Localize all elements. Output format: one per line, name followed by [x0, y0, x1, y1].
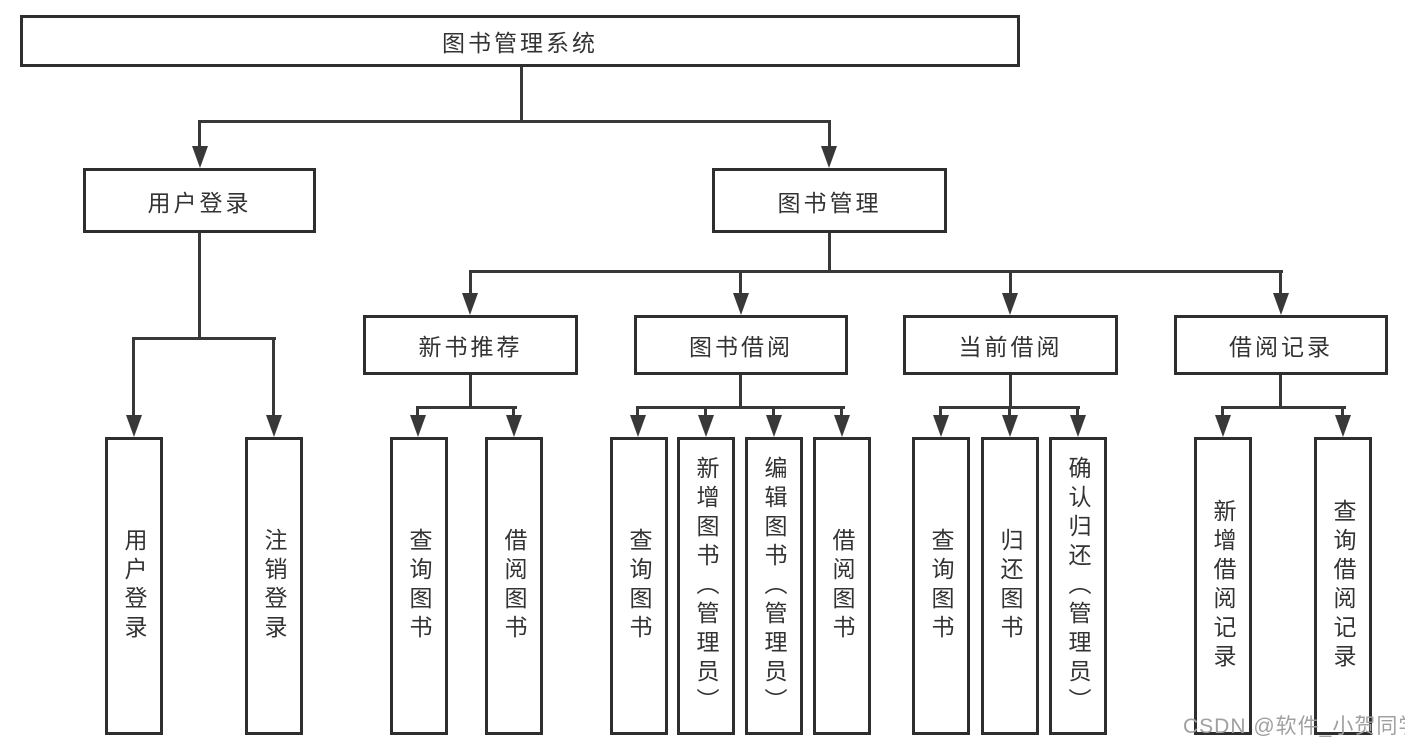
arrowhead-down — [933, 415, 949, 437]
node-library-system: 图书管理系统 — [20, 15, 1020, 67]
node-user-login: 用户登录 — [83, 168, 316, 233]
leaf-return-book: 归还图书 — [981, 437, 1039, 735]
connector-vline — [704, 406, 707, 418]
arrowhead-down — [410, 415, 426, 437]
arrowhead-down — [266, 415, 282, 437]
connector-vline — [1009, 270, 1012, 295]
connector-vline — [939, 406, 942, 418]
connector-vline — [1076, 406, 1079, 418]
arrowhead-down — [462, 293, 478, 315]
leaf-add-book-admin: 新增图书（管理员） — [677, 437, 735, 735]
connector-vline — [512, 406, 515, 418]
leaf-query-books-borrowing: 查询图书 — [610, 437, 668, 735]
connector-vline — [1341, 406, 1344, 418]
node-book-management: 图书管理 — [712, 168, 947, 233]
connector-hline — [469, 270, 1283, 273]
connector-vline — [198, 120, 201, 148]
leaf-query-books-current: 查询图书 — [912, 437, 970, 735]
connector-hline — [132, 337, 276, 340]
arrowhead-down — [1002, 415, 1018, 437]
arrowhead-down — [1273, 293, 1289, 315]
arrowhead-down — [506, 415, 522, 437]
connector-vline — [416, 406, 419, 418]
leaf-logout: 注销登录 — [245, 437, 303, 735]
connector-vline — [828, 233, 831, 273]
arrowhead-down — [192, 146, 208, 168]
arrowhead-down — [1070, 415, 1086, 437]
arrowhead-down — [733, 293, 749, 315]
leaf-query-books-recommend: 查询图书 — [390, 437, 448, 735]
leaf-edit-book-admin: 编辑图书（管理员） — [745, 437, 803, 735]
connector-vline — [1009, 375, 1012, 409]
arrowhead-down — [834, 415, 850, 437]
connector-hline — [1221, 406, 1346, 409]
arrowhead-down — [766, 415, 782, 437]
connector-vline — [198, 233, 201, 340]
connector-vline — [739, 270, 742, 295]
connector-vline — [772, 406, 775, 418]
leaf-confirm-return-admin: 确认归还（管理员） — [1049, 437, 1107, 735]
connector-vline — [1008, 406, 1011, 418]
connector-vline — [636, 406, 639, 418]
arrowhead-down — [821, 146, 837, 168]
arrowhead-down — [698, 415, 714, 437]
node-book-borrowing: 图书借阅 — [634, 315, 848, 375]
arrowhead-down — [1215, 415, 1231, 437]
arrowhead-down — [126, 415, 142, 437]
arrowhead-down — [630, 415, 646, 437]
leaf-borrow-books-borrowing: 借阅图书 — [813, 437, 871, 735]
connector-hline — [198, 120, 831, 123]
arrowhead-down — [1335, 415, 1351, 437]
node-borrowing-records: 借阅记录 — [1174, 315, 1388, 375]
arrowhead-down — [1002, 293, 1018, 315]
node-new-book-recommend: 新书推荐 — [363, 315, 578, 375]
leaf-query-borrow-record: 查询借阅记录 — [1314, 437, 1372, 735]
connector-vline — [469, 375, 472, 409]
csdn-watermark: CSDN @软件_小贺同学 — [1183, 715, 1405, 738]
leaf-borrow-books-recommend: 借阅图书 — [485, 437, 543, 735]
connector-vline — [469, 270, 472, 295]
connector-vline — [1279, 270, 1282, 295]
connector-vline — [132, 337, 135, 417]
connector-vline — [828, 120, 831, 148]
connector-vline — [272, 337, 275, 417]
connector-hline — [637, 406, 845, 409]
connector-vline — [1279, 375, 1282, 409]
connector-vline — [520, 67, 523, 123]
connector-hline — [417, 406, 517, 409]
connector-vline — [739, 375, 742, 409]
leaf-add-borrow-record: 新增借阅记录 — [1194, 437, 1252, 735]
connector-vline — [840, 406, 843, 418]
leaf-user-login: 用户登录 — [105, 437, 163, 735]
connector-vline — [1221, 406, 1224, 418]
node-current-borrowing: 当前借阅 — [903, 315, 1118, 375]
